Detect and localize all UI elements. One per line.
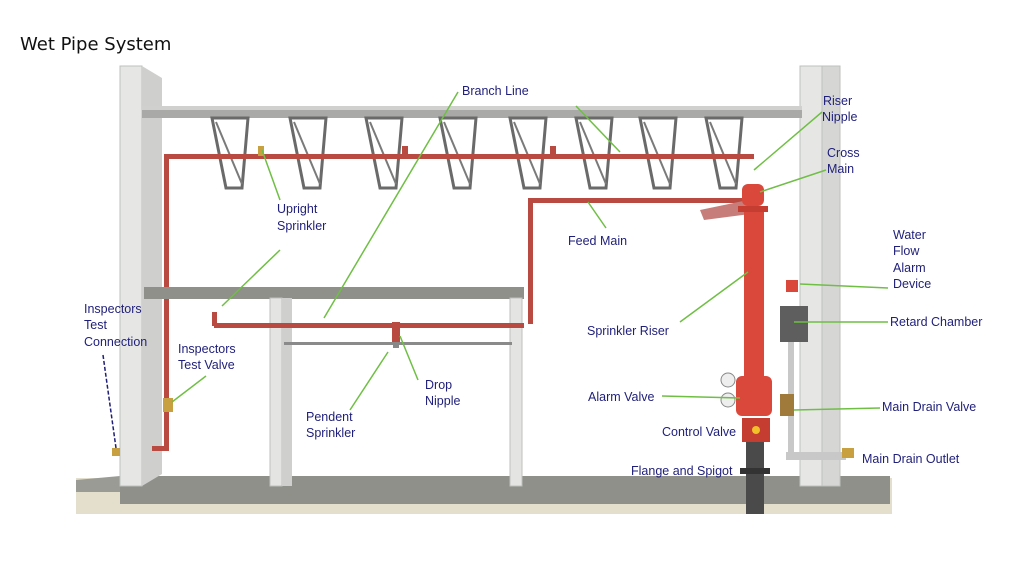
label-cross-main-1: Cross	[827, 146, 860, 160]
label-retard-chamber: Retard Chamber	[890, 315, 982, 329]
upright-sprinkler-head	[258, 146, 264, 156]
truss-web	[369, 121, 397, 185]
label-pendent-1: Pendent	[306, 410, 353, 424]
label-upright-sprinkler-1: Upright	[277, 202, 318, 216]
drop-nipple	[392, 322, 400, 342]
trusses	[210, 116, 744, 190]
truss	[638, 116, 678, 190]
truss-web	[643, 121, 671, 185]
label-drop-nipple-2: Nipple	[425, 394, 460, 408]
inspectors-test-connection	[112, 448, 120, 456]
truss	[210, 116, 250, 190]
concrete-slab	[120, 476, 890, 504]
label-flange-spigot: Flange and Spigot	[631, 464, 733, 478]
label-sprinkler-riser: Sprinkler Riser	[587, 324, 669, 338]
label-feed-main: Feed Main	[568, 234, 627, 248]
truss-web	[293, 121, 321, 185]
label-drop-nipple-1: Drop	[425, 378, 452, 392]
diagram-title: Wet Pipe System	[20, 34, 172, 55]
label-itc-2: Test	[84, 318, 107, 332]
truss	[438, 116, 478, 190]
pendent-sprinkler-head	[393, 342, 399, 348]
leader-lines	[171, 91, 889, 411]
truss-web	[709, 121, 737, 185]
branch-line-top	[152, 146, 754, 451]
truss	[574, 116, 614, 190]
retard-chamber	[780, 306, 808, 342]
lower-branch-line	[214, 323, 524, 328]
truss-web	[215, 121, 243, 185]
label-itc-1: Inspectors	[84, 302, 142, 316]
label-water-flow-3: Alarm	[893, 261, 926, 275]
truss	[704, 116, 744, 190]
label-control-valve: Control Valve	[662, 425, 736, 439]
truss-web	[513, 121, 541, 185]
label-itc-3: Connection	[84, 335, 147, 349]
right-column	[799, 65, 841, 487]
label-riser-nipple-2: Nipple	[822, 110, 857, 124]
truss-web	[443, 121, 471, 185]
label-itv-1: Inspectors	[178, 342, 236, 356]
truss	[288, 116, 328, 190]
label-itv-2: Test Valve	[178, 358, 235, 372]
left-column	[119, 65, 162, 487]
label-branch-line: Branch Line	[462, 84, 529, 98]
ground	[76, 476, 892, 514]
riser-trim	[112, 280, 854, 460]
flange	[740, 468, 770, 474]
label-riser-nipple-1: Riser	[823, 94, 852, 108]
main-drain-valve	[780, 394, 794, 416]
truss-web	[579, 121, 607, 185]
label-pendent-2: Sprinkler	[306, 426, 355, 440]
label-main-drain-outlet: Main Drain Outlet	[862, 452, 960, 466]
inspectors-test-valve	[163, 398, 173, 412]
top-beam	[142, 106, 802, 118]
label-water-flow-2: Flow	[893, 244, 920, 258]
water-flow-alarm-device	[786, 280, 798, 292]
label-alarm-valve: Alarm Valve	[588, 390, 655, 404]
label-water-flow-4: Device	[893, 277, 931, 291]
main-drain-outlet	[842, 448, 854, 458]
label-cross-main-2: Main	[827, 162, 854, 176]
labels: Branch Line Riser Nipple Cross Main Upri…	[84, 84, 982, 478]
alarm-valve-body	[736, 376, 772, 416]
mezzanine	[144, 287, 524, 487]
truss	[364, 116, 404, 190]
label-main-drain-valve: Main Drain Valve	[882, 400, 976, 414]
concrete-edge	[76, 476, 120, 492]
feed-main	[528, 198, 750, 324]
label-upright-sprinkler-2: Sprinkler	[277, 219, 326, 233]
sprinkler-riser	[720, 184, 772, 514]
label-water-flow-1: Water	[893, 228, 926, 242]
inspectors-test-connection-arrow	[102, 354, 117, 449]
truss	[508, 116, 548, 190]
